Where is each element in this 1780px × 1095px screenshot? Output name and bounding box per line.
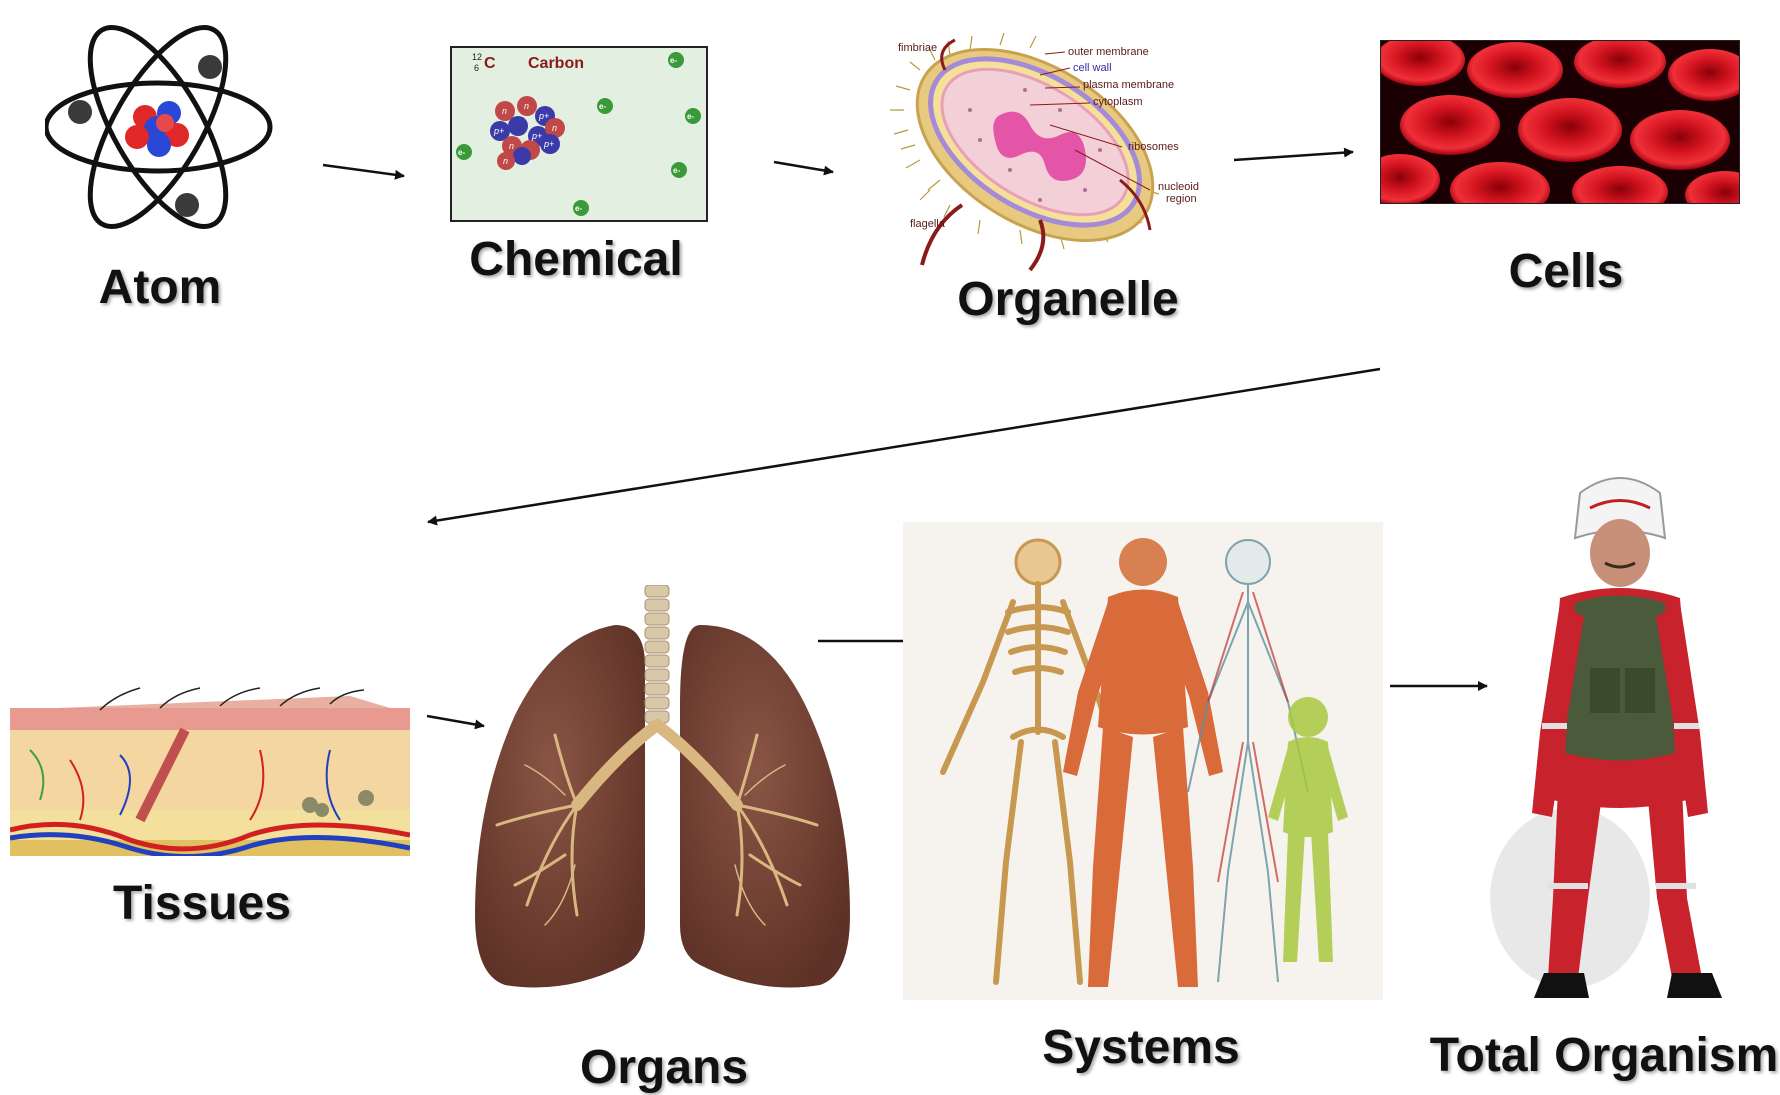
label-cell-wall: cell wall — [1073, 62, 1112, 74]
label-flagella: flagella — [910, 218, 946, 230]
arrow-atom-to-chemical — [323, 165, 404, 176]
body-systems-illustration — [903, 522, 1383, 1000]
neutron-label: n — [502, 106, 507, 116]
stage-label-cells: Cells — [1509, 244, 1624, 299]
stage-label-organs: Organs — [580, 1040, 748, 1095]
stage-label-atom: Atom — [99, 260, 222, 315]
arrow-cells-to-tissues — [428, 369, 1380, 522]
skin-tissue-illustration — [10, 680, 410, 856]
carbon-symbol: C — [484, 55, 496, 72]
proton-label: p+ — [543, 139, 554, 149]
electron-label: e- — [673, 166, 680, 175]
electron-label: e- — [687, 112, 694, 121]
rescue-worker-photo — [1460, 468, 1760, 1028]
label-ribosomes: ribosomes — [1128, 141, 1179, 153]
label-cytoplasm: cytoplasm — [1093, 96, 1143, 108]
electron-label: e- — [458, 148, 465, 157]
neutron-label: n — [503, 156, 508, 166]
arrow-organelle-to-cells — [1234, 152, 1353, 160]
electron-label: e- — [575, 204, 582, 213]
proton-label: p+ — [538, 111, 549, 121]
electron-label: e- — [670, 56, 677, 65]
neutron-label: n — [524, 101, 529, 111]
label-fimbriae: fimbriae — [898, 42, 937, 54]
arrow-chemical-to-organelle — [774, 162, 833, 172]
stage-label-systems: Systems — [1042, 1020, 1239, 1075]
stage-label-total-organism: Total Organism — [1430, 1028, 1779, 1083]
carbon-atomic-number: 6 — [474, 63, 479, 73]
proton-label: p+ — [531, 131, 542, 141]
label-nucleoid-region: nucleoid — [1158, 181, 1199, 193]
neutron-label: n — [552, 123, 557, 133]
atom-illustration — [45, 5, 275, 250]
electron-label: e- — [599, 102, 606, 111]
lungs-illustration — [465, 585, 865, 1000]
carbon-atom-panel: 12 6 C Carbon n n p+ p+ p+ n n p+ n e- e… — [450, 46, 710, 224]
label-outer-membrane: outer membrane — [1068, 46, 1149, 58]
label-nucleoid-region: region — [1166, 193, 1197, 205]
stage-label-organelle: Organelle — [957, 272, 1178, 327]
stage-label-tissues: Tissues — [113, 876, 291, 931]
carbon-element-name: Carbon — [528, 55, 584, 72]
stage-label-chemical: Chemical — [469, 232, 682, 287]
label-plasma-membrane: plasma membrane — [1083, 79, 1174, 91]
red-blood-cells-photo — [1380, 40, 1740, 204]
bacterium-diagram: fimbriae outer membrane cell wall plasma… — [890, 30, 1220, 280]
carbon-mass-number: 12 — [472, 52, 482, 62]
proton-label: p+ — [493, 126, 504, 136]
neutron-label: n — [509, 141, 514, 151]
